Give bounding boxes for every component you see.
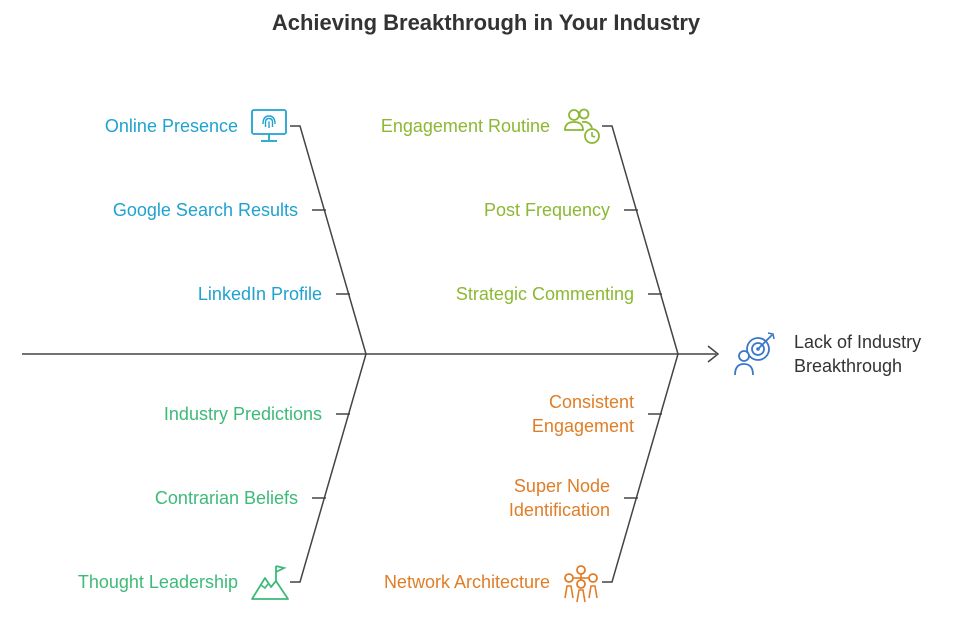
bone-online-presence [290, 125, 367, 355]
cause-linkedin-profile: LinkedIn Profile [197, 284, 322, 304]
people-clock-icon [564, 108, 600, 144]
category-online-presence: Online Presence [104, 116, 238, 136]
mountain-flag-icon [251, 565, 289, 600]
cause-consistent-engagement: Consistent Engagement [531, 392, 634, 436]
cause-post-frequency: Post Frequency [483, 200, 610, 220]
fingerprint-monitor-icon [251, 109, 287, 142]
bone-thought-leadership [290, 353, 367, 583]
effect-label-line1: Lack of Industry [794, 332, 922, 352]
cause-industry-predictions: Industry Predictions [163, 404, 322, 424]
effect-label-line2: Breakthrough [794, 356, 903, 376]
diagram-title: Achieving Breakthrough in Your Industry [271, 10, 701, 35]
bone-engagement-routine [602, 125, 679, 355]
cause-google-search-results: Google Search Results [112, 200, 298, 220]
target-person-icon [734, 332, 775, 376]
cause-super-node-identification: Super Node Identification [508, 476, 610, 520]
bone-network-architecture [602, 353, 679, 583]
effect-label: Lack of Industry Breakthrough [794, 330, 921, 378]
cause-contrarian-beliefs: Contrarian Beliefs [154, 488, 298, 508]
category-network-architecture: Network Architecture [383, 572, 550, 592]
category-thought-leadership: Thought Leadership [77, 572, 238, 592]
cause-strategic-commenting: Strategic Commenting [455, 284, 634, 304]
spine-arrow-head [707, 345, 720, 363]
network-people-icon [564, 565, 598, 603]
category-engagement-routine: Engagement Routine [380, 116, 550, 136]
